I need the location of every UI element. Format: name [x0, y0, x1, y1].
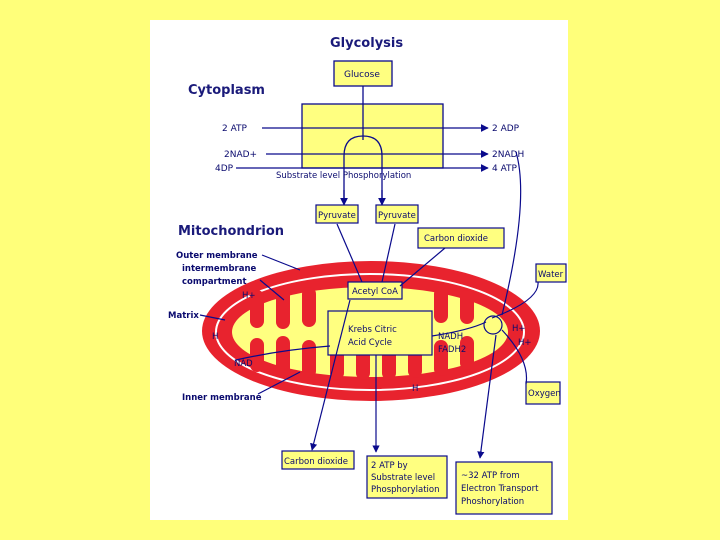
- atp-et-line-1: ~32 ATP from: [461, 471, 520, 481]
- carbon-dioxide-top-label: Carbon dioxide: [424, 234, 488, 244]
- h-plus-2: H: [212, 332, 218, 342]
- carbon-dioxide-bottom-box: [281, 450, 355, 470]
- inner-membrane-label: Inner membrane: [182, 393, 262, 403]
- nadh-label: NADH: [438, 332, 463, 342]
- oxygen-label: Oxygen: [528, 389, 561, 399]
- adp-in-label: 4DP: [215, 164, 234, 174]
- atp-et-box: [455, 461, 553, 515]
- glucose-label: Glucose: [344, 70, 380, 80]
- krebs-label-2: Acid Cycle: [348, 338, 392, 348]
- intermembrane-label-1: intermembrane: [182, 264, 257, 274]
- substrate-level-label: Substrate level Phosphorylation: [276, 171, 411, 181]
- water-box: [535, 263, 567, 283]
- glycolysis-box: [301, 103, 444, 169]
- atp-et-line-3: Phoshorylation: [461, 497, 524, 507]
- output-arrows: [310, 299, 497, 459]
- acetyl-coa-box: [347, 281, 403, 300]
- atp-substrate-box: [366, 455, 448, 499]
- carbon-dioxide-bottom-label: Carbon dioxide: [284, 457, 348, 467]
- nad-in-label: 2NAD+: [224, 150, 257, 160]
- pointer-lines: [199, 151, 539, 395]
- adp-out-label: 2 ADP: [492, 124, 520, 134]
- oxygen-box: [525, 381, 561, 405]
- split-connector: [343, 135, 383, 200]
- mitochondrion-label: Mitochondrion: [178, 224, 284, 239]
- atp-substrate-line-1: 2 ATP by: [371, 461, 408, 471]
- atp-substrate-line-2: Substrate level: [371, 473, 435, 483]
- glucose-box: [333, 60, 393, 87]
- atp-out-label: 4 ATP: [492, 164, 518, 174]
- h-plus-3: H+: [512, 324, 526, 334]
- h-plus-1: H+: [242, 291, 256, 301]
- glycolysis-title: Glycolysis: [330, 36, 403, 51]
- pyruvate-label-1: Pyruvate: [318, 211, 356, 221]
- carbon-dioxide-top-box: [417, 227, 505, 249]
- fadh2-label: FADH2: [438, 345, 466, 355]
- atp-et-line-2: Electron Transport: [461, 484, 539, 494]
- krebs-label-1: Krebs Citric: [348, 325, 397, 335]
- intermembrane-label-2: compartment: [182, 277, 247, 287]
- pyruvate-box-2: [375, 204, 419, 224]
- outer-membrane-label: Outer membrane: [176, 251, 258, 261]
- h-plus-4: H+: [518, 338, 532, 348]
- h-plus-5: H: [412, 384, 418, 394]
- etc-circle: [483, 315, 503, 335]
- cytoplasm-label: Cytoplasm: [188, 83, 265, 98]
- acetyl-coa-label: Acetyl CoA: [352, 287, 398, 297]
- nadh-out-label: 2NADH: [492, 150, 524, 160]
- atp-in-label: 2 ATP: [222, 124, 248, 134]
- pyruvate-label-2: Pyruvate: [378, 211, 416, 221]
- water-label: Water: [538, 270, 564, 280]
- pyruvate-box-1: [315, 204, 359, 224]
- atp-substrate-line-3: Phosphorylation: [371, 485, 440, 495]
- nad-label: NAD: [234, 359, 253, 369]
- matrix-label: Matrix: [168, 311, 199, 321]
